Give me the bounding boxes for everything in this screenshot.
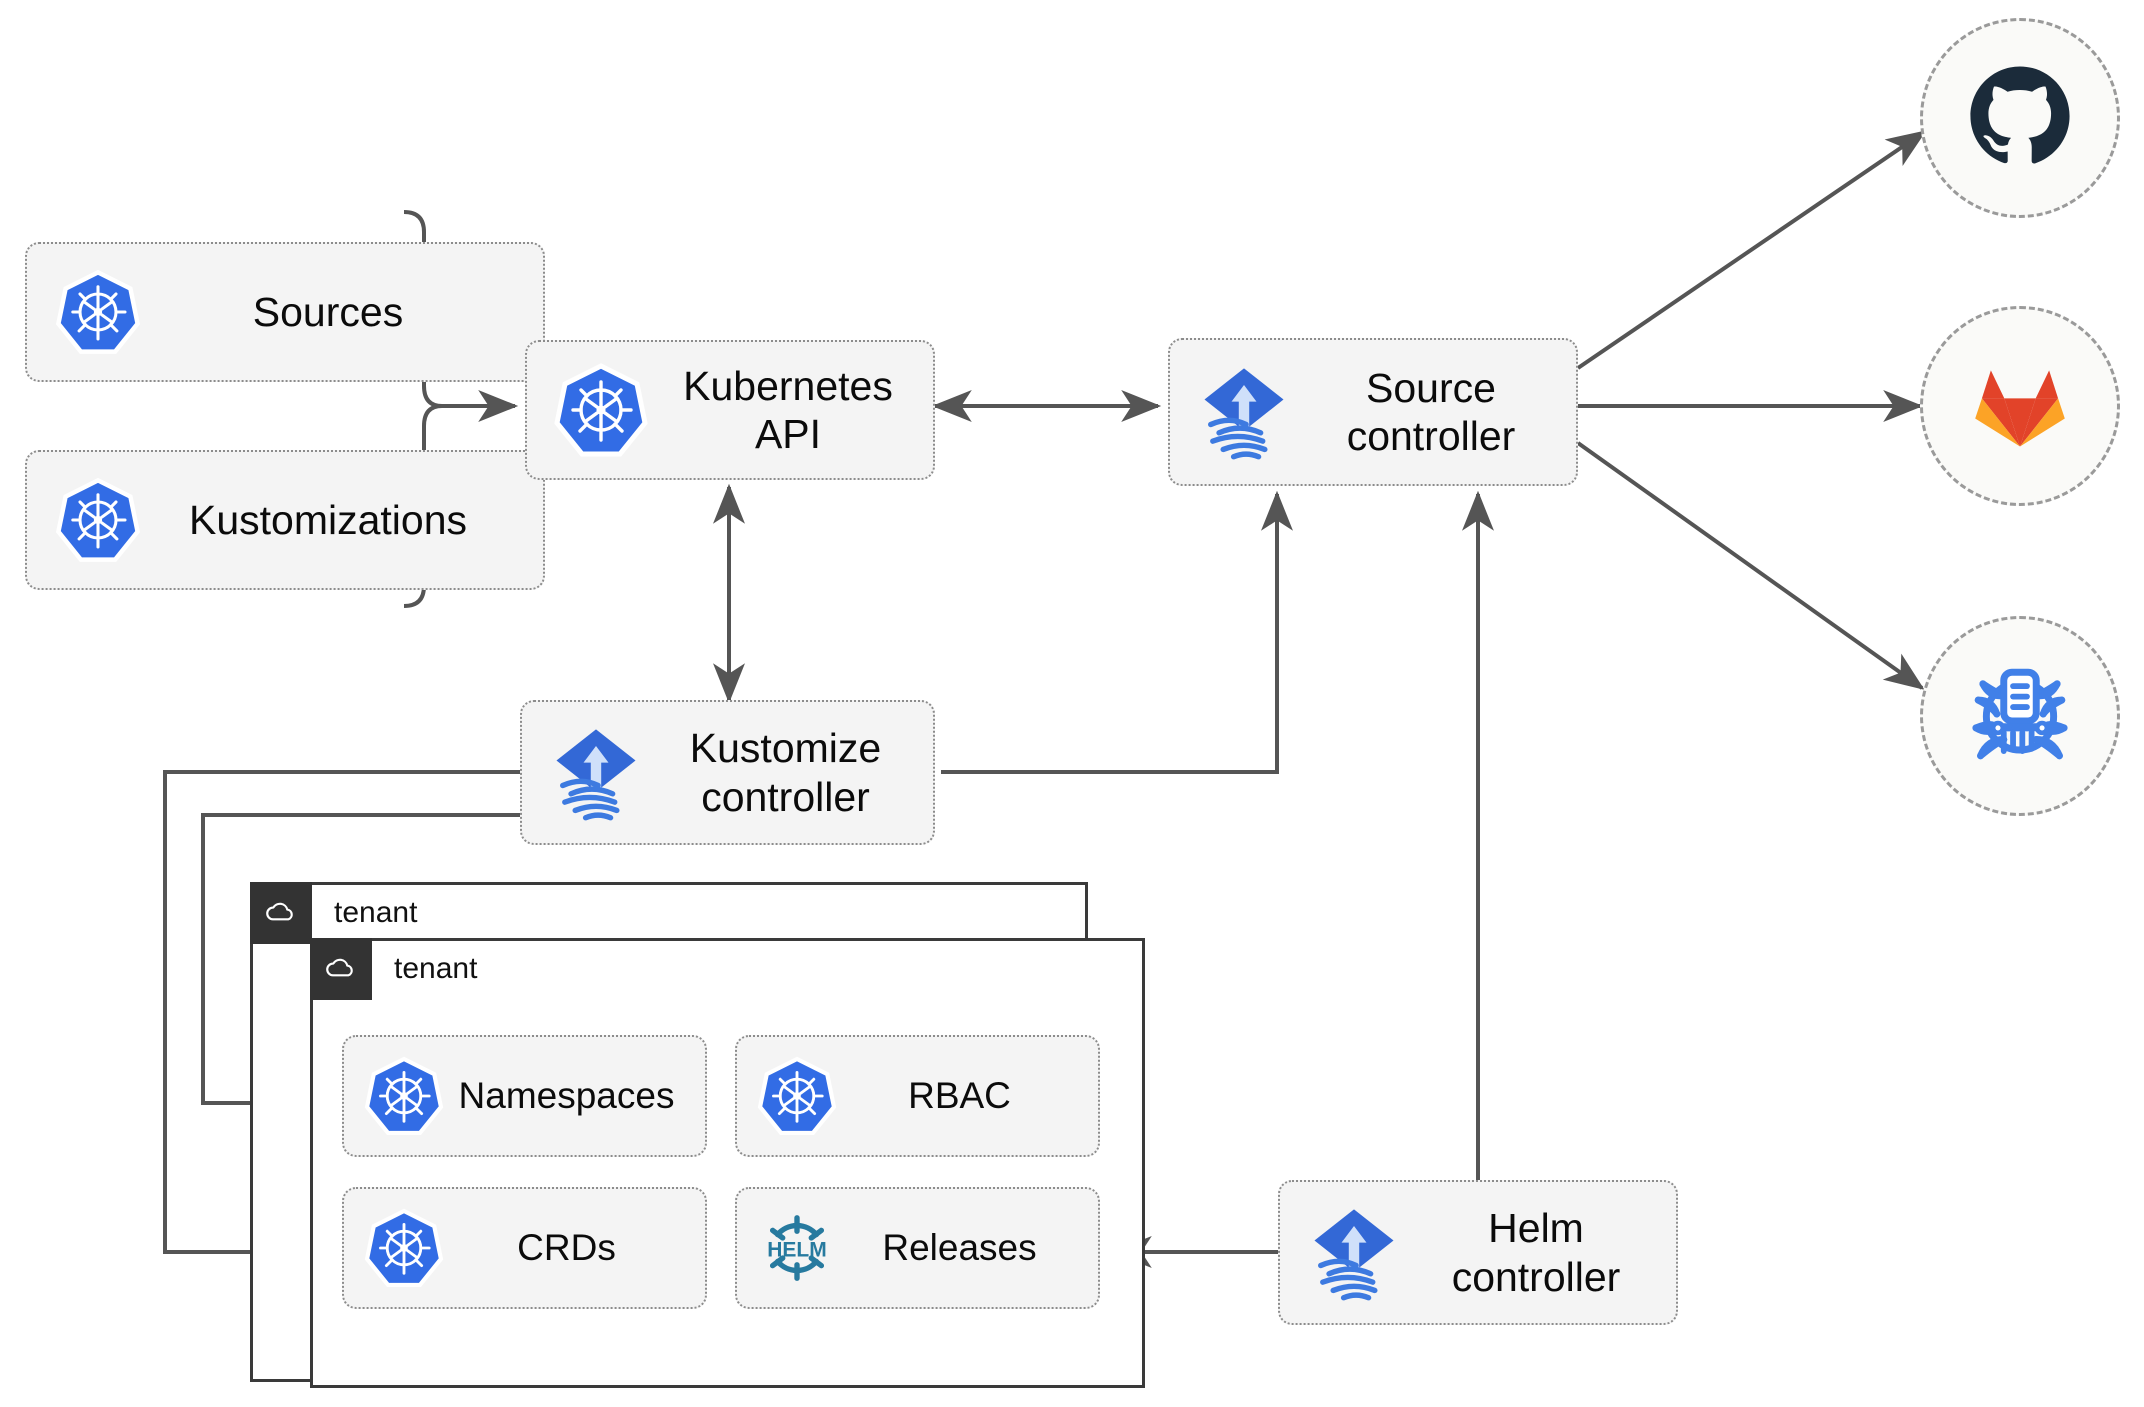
kubernetes-icon — [755, 1054, 839, 1138]
endpoint-github[interactable] — [1920, 18, 2120, 218]
flux-icon — [1302, 1201, 1406, 1305]
github-icon — [1961, 57, 2079, 180]
tenant-group-inner[interactable]: tenant — [310, 938, 1145, 1388]
node-kubernetes-api[interactable]: Kubernetes API — [525, 340, 935, 480]
flux-icon — [544, 721, 648, 825]
tenant-resource-rbac[interactable]: RBAC — [735, 1035, 1100, 1157]
node-label: Kubernetes API — [683, 362, 893, 457]
kubernetes-icon — [53, 475, 143, 565]
resource-label: Kustomizations — [188, 496, 467, 543]
node-source-controller[interactable]: Source controller — [1168, 338, 1578, 486]
resource-card-sources[interactable]: Sources — [25, 242, 545, 382]
tenant-resource-label: CRDs — [517, 1227, 616, 1269]
tenant-titlebar: tenant — [310, 938, 477, 1000]
node-helm-controller[interactable]: Helm controller — [1278, 1180, 1678, 1325]
node-label: Helm controller — [1451, 1205, 1621, 1300]
endpoint-gitlab[interactable] — [1920, 306, 2120, 506]
helm-icon: HELM — [755, 1206, 839, 1290]
node-kustomize-controller[interactable]: Kustomize controller — [520, 700, 935, 845]
kubernetes-icon — [362, 1206, 446, 1290]
cloud-icon — [310, 938, 372, 1000]
node-label: Source controller — [1346, 364, 1516, 459]
endpoint-harbor[interactable] — [1920, 616, 2120, 816]
svg-text:HELM: HELM — [767, 1238, 827, 1261]
kubernetes-icon — [362, 1054, 446, 1138]
kubernetes-icon — [53, 267, 143, 357]
tenant-resource-label: Namespaces — [458, 1075, 675, 1117]
tenant-resource-label: Releases — [882, 1227, 1037, 1269]
kubernetes-icon — [549, 358, 653, 462]
resource-card-kustomizations[interactable]: Kustomizations — [25, 450, 545, 590]
gitlab-icon — [1964, 348, 2076, 465]
tenant-label: tenant — [394, 952, 478, 985]
tenant-resource-namespaces[interactable]: Namespaces — [342, 1035, 707, 1157]
tenant-titlebar: tenant — [250, 882, 417, 944]
tenant-resource-crds[interactable]: CRDs — [342, 1187, 707, 1309]
resource-label: Sources — [252, 288, 404, 335]
cloud-icon — [250, 882, 312, 944]
tenant-resource-label: RBAC — [908, 1075, 1011, 1117]
flux-icon — [1192, 360, 1296, 464]
harbor-icon — [1962, 656, 2078, 777]
tenant-label: tenant — [334, 896, 418, 929]
node-label: Kustomize controller — [689, 725, 882, 820]
tenant-resource-releases[interactable]: HELM Releases — [735, 1187, 1100, 1309]
